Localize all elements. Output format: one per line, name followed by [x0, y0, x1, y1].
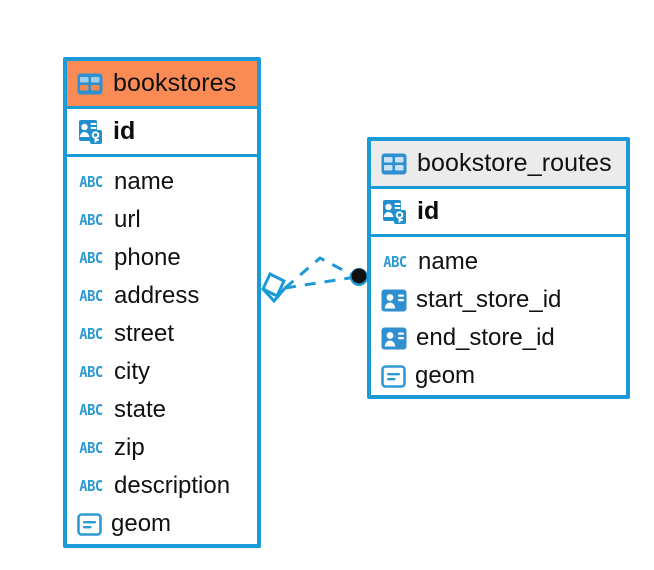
primary-key-icon [381, 199, 408, 225]
primary-key-label: id [417, 197, 440, 225]
abc-icon: ABC [79, 286, 103, 305]
field-row-end-store-id[interactable]: end_store_id [371, 319, 626, 357]
field-row-name[interactable]: ABC name [67, 163, 257, 201]
entity-title: bookstores [113, 69, 237, 97]
field-label: url [114, 206, 141, 233]
foreign-key-icon [381, 289, 407, 312]
field-row-street[interactable]: ABC street [67, 315, 257, 353]
geometry-icon [77, 512, 102, 536]
field-label: geom [415, 362, 476, 389]
filled-circle-marker [350, 268, 368, 286]
table-icon [77, 73, 103, 95]
field-row-city[interactable]: ABC city [67, 353, 257, 391]
geometry-icon [381, 364, 406, 388]
field-label: start_store_id [416, 286, 562, 313]
field-label: phone [114, 244, 181, 271]
field-label: description [114, 472, 231, 499]
abc-icon: ABC [79, 400, 103, 419]
abc-icon: ABC [79, 172, 103, 191]
field-row-description[interactable]: ABC description [67, 467, 257, 505]
field-row-state[interactable]: ABC state [67, 391, 257, 429]
primary-key-row-bookstores[interactable]: id [67, 109, 257, 157]
abc-icon: ABC [79, 248, 103, 267]
field-label: end_store_id [416, 324, 555, 351]
abc-icon: ABC [79, 438, 103, 457]
field-row-phone[interactable]: ABC phone [67, 239, 257, 277]
field-label: state [114, 396, 167, 423]
field-row-geom[interactable]: geom [67, 505, 257, 543]
field-row-name[interactable]: ABC name [371, 243, 626, 281]
primary-key-row-bookstore-routes[interactable]: id [371, 189, 626, 237]
crows-foot-diamond-marker [261, 271, 287, 304]
field-label: zip [114, 434, 145, 461]
relationship-line-upper [284, 256, 357, 290]
field-row-address[interactable]: ABC address [67, 277, 257, 315]
entity-header-bookstore-routes[interactable]: bookstore_routes [371, 141, 626, 189]
field-row-start-store-id[interactable]: start_store_id [371, 281, 626, 319]
field-label: street [114, 320, 175, 347]
primary-key-icon [77, 119, 104, 145]
relationship-line-lower [284, 275, 357, 290]
field-list-bookstore-routes: ABC name start_store_id [371, 237, 626, 403]
foreign-key-icon [381, 327, 407, 350]
field-row-zip[interactable]: ABC zip [67, 429, 257, 467]
field-row-url[interactable]: ABC url [67, 201, 257, 239]
field-label: city [114, 358, 150, 385]
field-label: name [114, 168, 175, 195]
field-label: address [114, 282, 200, 309]
table-icon [381, 153, 407, 175]
field-label: name [418, 248, 479, 275]
primary-key-label: id [113, 117, 136, 145]
entity-bookstore-routes[interactable]: bookstore_routes id ABC [367, 137, 630, 399]
field-list-bookstores: ABC name ABC url ABC phone ABC address A… [67, 157, 257, 551]
abc-icon: ABC [383, 252, 407, 271]
abc-icon: ABC [79, 324, 103, 343]
entity-bookstores[interactable]: bookstores id ABC [63, 57, 261, 548]
abc-icon: ABC [79, 362, 103, 381]
abc-icon: ABC [79, 210, 103, 229]
field-row-geom[interactable]: geom [371, 357, 626, 395]
entity-header-bookstores[interactable]: bookstores [67, 61, 257, 109]
entity-title: bookstore_routes [417, 149, 612, 177]
field-label: geom [111, 510, 172, 537]
abc-icon: ABC [79, 476, 103, 495]
